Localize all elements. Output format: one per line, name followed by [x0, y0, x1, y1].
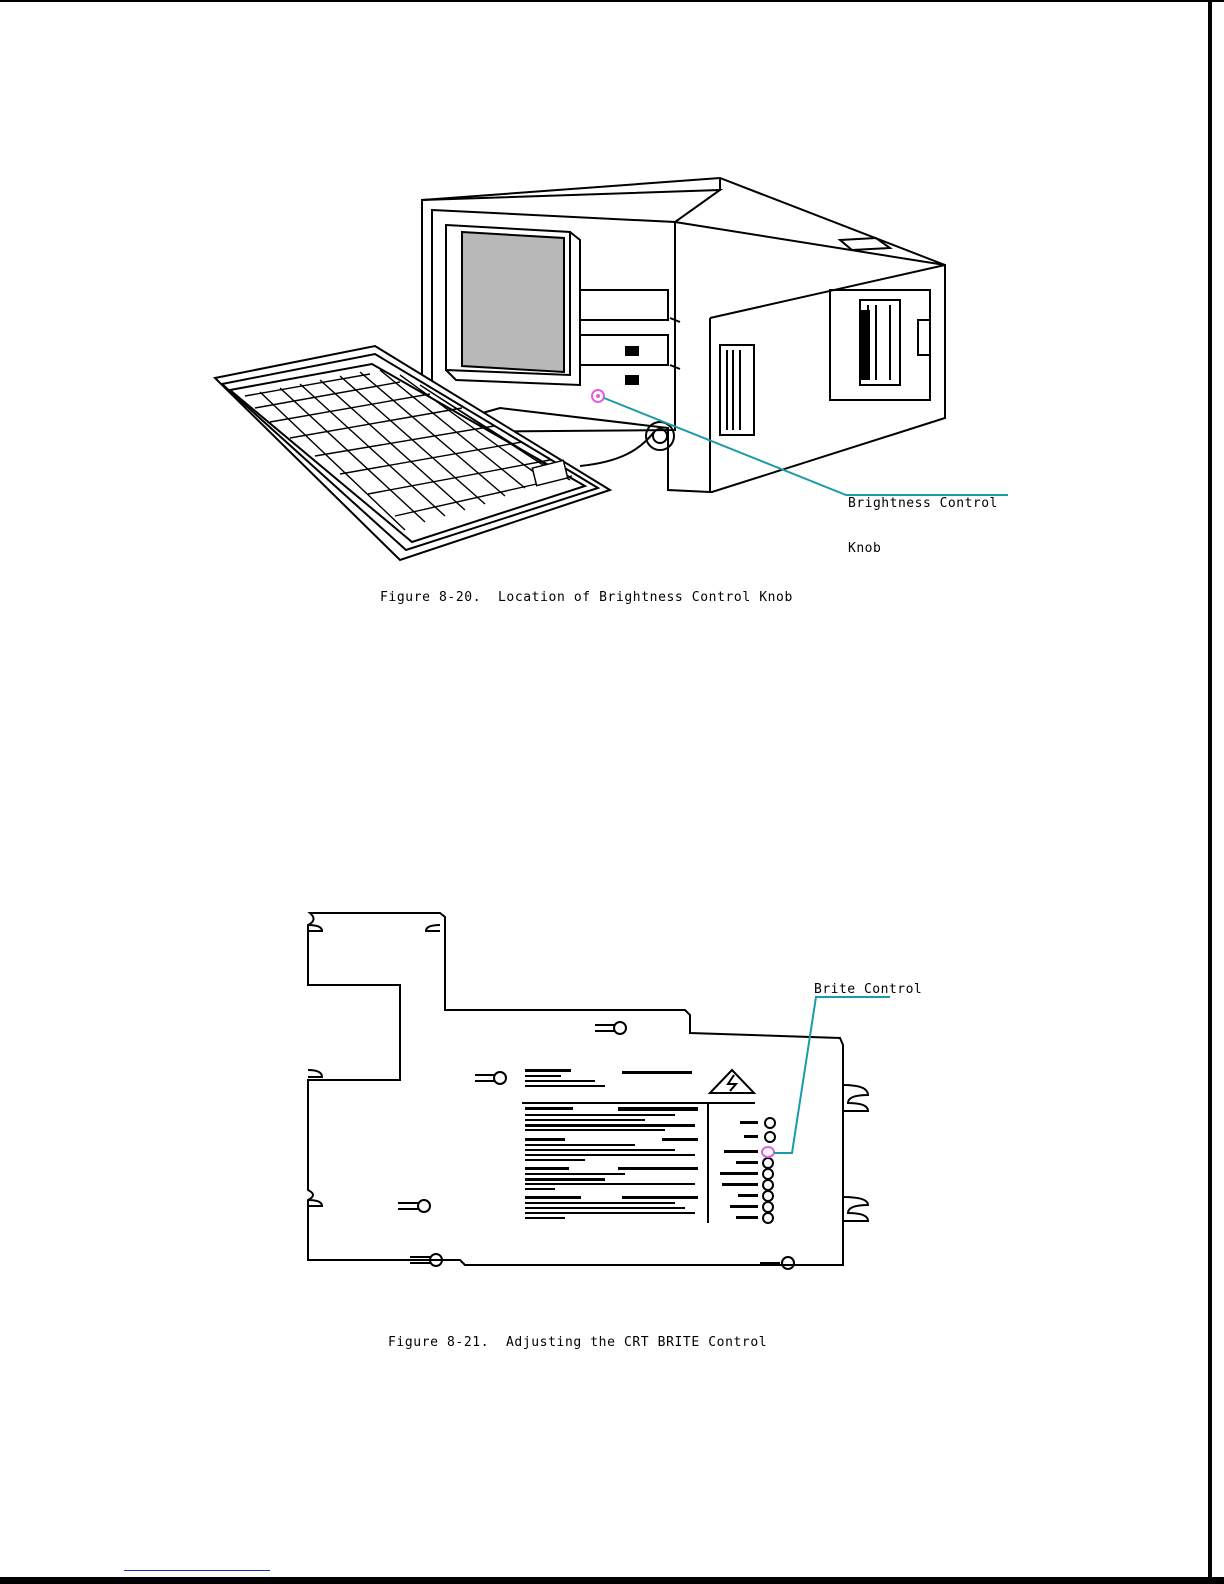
figure-8-21-caption: Figure 8-21. Adjusting the CRT BRITE Con… [388, 1335, 767, 1350]
brightness-label-line-2: Knob [848, 541, 998, 556]
footer-link[interactable] [124, 1570, 270, 1571]
brightness-control-label: Brightness Control Knob [848, 466, 998, 571]
brightness-label-line-1: Brightness Control [848, 496, 998, 511]
figure-8-20-caption: Figure 8-20. Location of Brightness Cont… [380, 590, 793, 605]
circuit-board-illustration [300, 905, 890, 1285]
page-border-bottom [0, 1577, 1224, 1584]
brite-control-label: Brite Control [814, 982, 922, 997]
page-border-top [0, 0, 1224, 2]
page-border-right [1208, 0, 1212, 1584]
